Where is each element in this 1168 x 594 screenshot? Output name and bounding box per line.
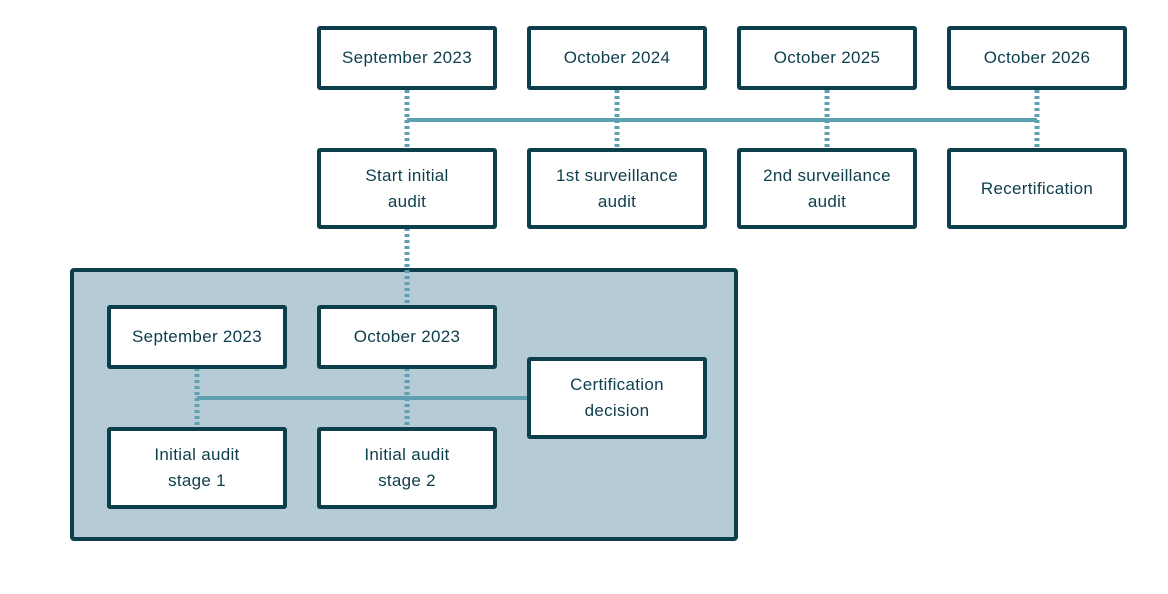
date-box: October 2025 [737, 26, 917, 90]
milestone-label: 1st surveillance audit [556, 165, 678, 211]
stage-label: Initial audit stage 1 [154, 445, 240, 490]
date-box: September 2023 [317, 26, 497, 90]
date-label: October 2026 [983, 48, 1091, 67]
milestone-label: Recertification [980, 178, 1094, 198]
date-box: October 2026 [947, 26, 1127, 90]
milestone-box: 2nd surveillance audit [737, 148, 917, 229]
date-label: September 2023 [132, 327, 262, 346]
certification-decision-box: Certification decision [527, 357, 707, 439]
date-label: October 2024 [563, 48, 671, 67]
milestone-label: 2nd surveillance audit [763, 165, 891, 211]
milestone-box: Start initial audit [317, 148, 497, 229]
decision-label: Certification decision [570, 375, 664, 420]
initial-audit-date-box: September 2023 [107, 305, 287, 369]
milestone-box: 1st surveillance audit [527, 148, 707, 229]
date-box: October 2024 [527, 26, 707, 90]
stage-label: Initial audit stage 2 [364, 445, 450, 490]
milestone-box: Recertification [947, 148, 1127, 229]
initial-audit-date-box: October 2023 [317, 305, 497, 369]
date-label: October 2025 [773, 48, 881, 67]
audit-stage-box: Initial audit stage 2 [317, 427, 497, 509]
date-label: October 2023 [353, 327, 461, 346]
milestone-label: Start initial audit [365, 165, 449, 211]
date-label: September 2023 [342, 48, 472, 67]
audit-stage-box: Initial audit stage 1 [107, 427, 287, 509]
